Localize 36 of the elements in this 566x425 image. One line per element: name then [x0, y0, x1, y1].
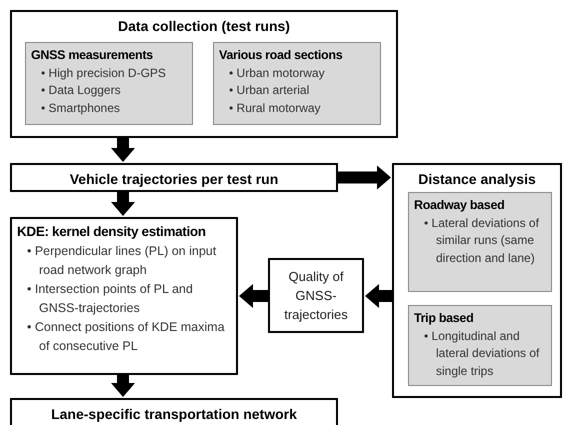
bullet-item: • Data Loggers [40, 82, 122, 100]
category-box [408, 192, 552, 292]
category-box [25, 42, 193, 125]
step-label: Quality of GNSS-trajectories [283, 268, 349, 324]
category-box [213, 42, 381, 125]
category-box [408, 305, 552, 386]
block-arrow [111, 192, 135, 216]
block-arrow [111, 138, 135, 162]
bullet-item: • Rural motorway [228, 100, 322, 117]
group-heading: Distance analysis [417, 170, 537, 189]
bullet-item: • Lateral deviations of similar runs (same direction and lane) [423, 214, 540, 267]
block-arrow [365, 284, 392, 308]
box-heading: KDE: kernel density estimation [17, 223, 207, 241]
step-label: Vehicle trajectories per test run [68, 170, 280, 189]
bullet-item: • Longitudinal and lateral deviations of single trips [423, 328, 540, 380]
block-arrow [111, 375, 135, 397]
box-heading: Various road sections [219, 47, 344, 64]
box-heading: Trip based [414, 310, 474, 327]
bullet-item: • High precision D-GPS [40, 64, 167, 82]
bullet-item: • Connect positions of KDE maxima of consecutive PL [26, 319, 226, 356]
bullet-item: • Urban motorway [228, 64, 326, 82]
group-heading: Data collection (test runs) [117, 17, 291, 36]
bullet-item: • Urban arterial [228, 82, 310, 100]
process-box [392, 163, 562, 398]
block-arrow [338, 166, 391, 190]
bullet-item: • Perpendicular lines (PL) on input road network graph [26, 243, 218, 280]
box-heading: Roadway based [414, 197, 506, 214]
bullet-item: • Smartphones [40, 100, 121, 117]
box-heading: GNSS measurements [31, 47, 154, 64]
process-box [268, 258, 364, 333]
bullet-item: • Intersection points of PL and GNSS-trajectories [26, 281, 194, 318]
process-box [10, 10, 398, 138]
process-box [10, 217, 238, 375]
block-arrow [239, 284, 268, 308]
step-label: Lane-specific transportation network [50, 405, 298, 424]
process-box [10, 163, 338, 192]
